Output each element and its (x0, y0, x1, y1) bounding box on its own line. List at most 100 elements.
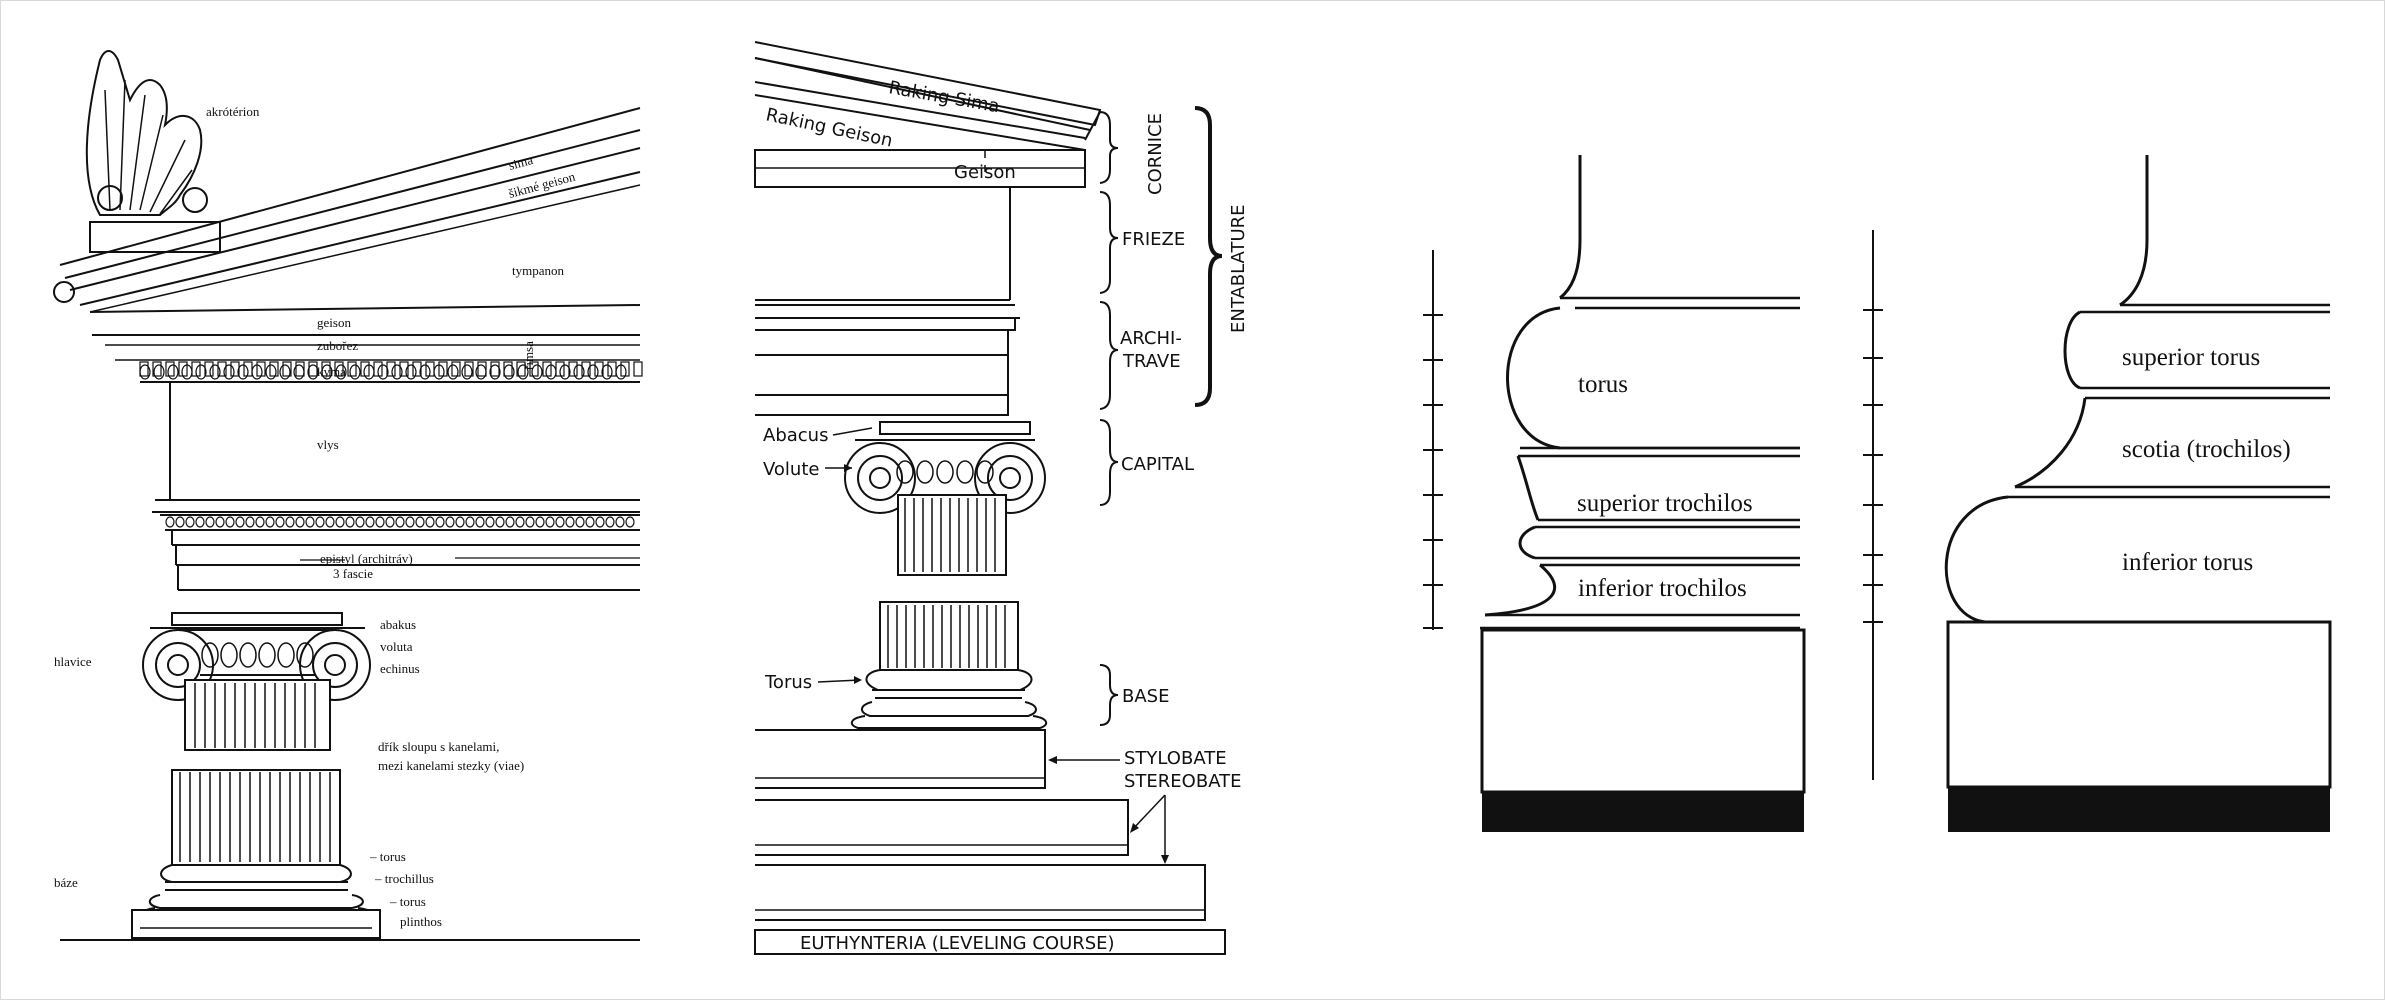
bead (515, 516, 525, 528)
label-vlys: vlys (317, 437, 339, 452)
bead (195, 516, 205, 528)
column-base-english (850, 601, 1048, 729)
egg (195, 364, 207, 380)
plinth-shadow-left (1482, 792, 1804, 832)
panel-base-profile-left (1423, 155, 1806, 832)
panel-czech-ionic-order (53, 50, 643, 941)
bead (255, 516, 265, 528)
label-fascie: 3 fascie (333, 566, 373, 581)
bead (285, 516, 295, 528)
label-torus-upper: – torus (369, 849, 406, 864)
scale-ticks-right (1863, 309, 1883, 623)
label-stereobate: STEREOBATE (1124, 771, 1241, 792)
egg (153, 364, 165, 380)
label-raking-sima: Raking Sima (887, 77, 1001, 117)
dentil (282, 361, 292, 377)
bead (385, 516, 395, 528)
scale-ticks-left (1423, 314, 1443, 629)
label-cornice: CORNICE (1145, 113, 1166, 195)
egg (517, 364, 529, 380)
column-flutes-upper (194, 683, 316, 748)
label-stylobate: STYLOBATE (1124, 748, 1227, 769)
egg (335, 364, 347, 380)
label-inferior-trochilos: inferior trochilos (1578, 575, 1747, 602)
bead (425, 516, 435, 528)
egg (587, 364, 599, 380)
bead (585, 516, 595, 528)
bead (565, 516, 575, 528)
dentil (529, 361, 539, 377)
ionic-base-czech (60, 864, 640, 941)
egg (321, 364, 333, 380)
bead (325, 516, 335, 528)
label-base: BASE (1122, 686, 1169, 707)
egg (209, 364, 221, 380)
label-capital: CAPITAL (1121, 454, 1194, 475)
bead (555, 516, 565, 528)
english-labels: Raking Sima Raking Geison Geison CORNICE… (763, 77, 1249, 954)
egg (475, 364, 487, 380)
bead (185, 516, 195, 528)
bead (595, 516, 605, 528)
bead (205, 516, 215, 528)
label-echinus: echinus (380, 661, 420, 676)
label-epistyl: epistyl (architráv) (320, 551, 413, 566)
dentil (633, 361, 643, 377)
bead (315, 516, 325, 528)
bead (225, 516, 235, 528)
label-volute: Volute (763, 459, 819, 480)
egg (237, 364, 249, 380)
bead (625, 516, 635, 528)
label-inferior-torus: inferior torus (2122, 549, 2253, 576)
dentil (217, 361, 227, 377)
egg (419, 364, 431, 380)
bead (575, 516, 585, 528)
label-zuborez: zubořez (317, 338, 358, 353)
egg (167, 364, 179, 380)
bead (345, 516, 355, 528)
label-kyma: kyma (317, 364, 346, 379)
dentil (308, 361, 318, 377)
bead (615, 516, 625, 528)
panel-base-profile-right (1863, 155, 2332, 832)
label-drik-2: mezi kanelami stezky (viae) (378, 758, 524, 773)
acroterion-ornament (85, 50, 221, 253)
egg (447, 364, 459, 380)
dentil (503, 361, 513, 377)
label-euthynteria: EUTHYNTERIA (LEVELING COURSE) (800, 933, 1115, 954)
egg (545, 364, 557, 380)
label-drik-1: dřík sloupu s kanelami, (378, 739, 499, 754)
dentil (139, 361, 149, 377)
bead (415, 516, 425, 528)
egg (503, 364, 515, 380)
egg (377, 364, 389, 380)
egg (391, 364, 403, 380)
bead (535, 516, 545, 528)
raking-cornice (53, 107, 641, 313)
base-profile-labels: torus superior trochilos inferior trochi… (1577, 344, 2291, 602)
label-torus-en: Torus (764, 672, 812, 693)
label-brackets (1099, 106, 1223, 726)
architrave (152, 499, 640, 591)
bead (445, 516, 455, 528)
bead (485, 516, 495, 528)
dentil (490, 361, 500, 377)
bead (495, 516, 505, 528)
ionic-capital-english (844, 421, 1046, 576)
dentil (451, 361, 461, 377)
egg (559, 364, 571, 380)
egg (461, 364, 473, 380)
label-voluta: voluta (380, 639, 413, 654)
label-geison-en: Geison (954, 162, 1016, 183)
echinus-egg (296, 642, 314, 668)
egg (139, 364, 151, 380)
egg (279, 364, 291, 380)
architrave-moulding (165, 516, 635, 528)
dentil (165, 361, 175, 377)
ionic-capital-czech (142, 612, 371, 751)
dentil (347, 361, 357, 377)
egg (601, 364, 613, 380)
dentil (399, 361, 409, 377)
bead (215, 516, 225, 528)
